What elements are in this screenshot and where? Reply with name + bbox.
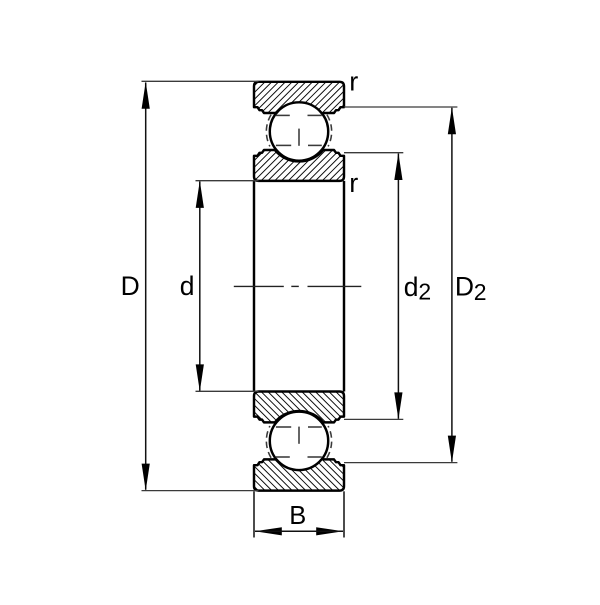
svg-text:r: r [349,168,358,198]
svg-text:d: d [180,271,195,301]
svg-text:d: d [404,272,419,302]
svg-text:D: D [455,272,474,302]
svg-text:2: 2 [474,279,487,305]
svg-text:2: 2 [418,278,431,304]
svg-text:D: D [121,271,140,301]
svg-text:B: B [289,502,306,530]
svg-text:r: r [349,67,358,97]
